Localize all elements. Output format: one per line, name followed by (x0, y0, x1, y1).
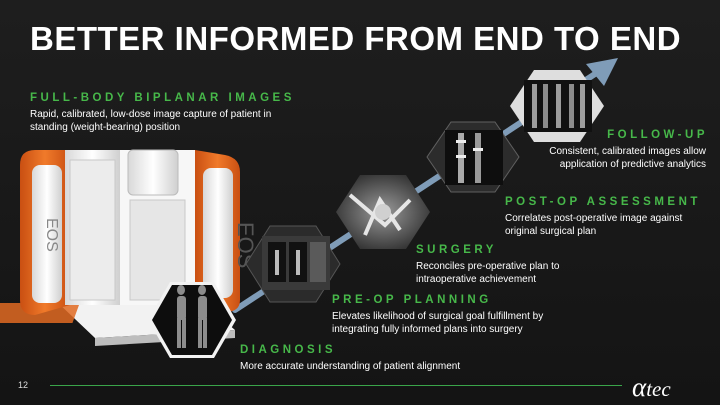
logo-symbol: α (632, 372, 647, 402)
intro-text: Rapid, calibrated, low-dose image captur… (30, 109, 272, 133)
intro-heading: FULL-BODY BIPLANAR IMAGES (30, 92, 295, 104)
stage-text-diagnosis: More accurate understanding of patient a… (240, 361, 461, 372)
stage-heading-diagnosis: DIAGNOSIS (240, 344, 337, 356)
slide-title: BETTER INFORMED FROM END TO END (30, 20, 682, 57)
stage-text-post-op-assessment: Correlates post-operative image against … (505, 213, 683, 237)
logo-text: tec (646, 377, 671, 401)
page-number: 12 (18, 380, 29, 390)
pre-op-planning-image (245, 225, 341, 303)
stage-heading-post-op-assessment: POST-OP ASSESSMENT (505, 196, 701, 208)
diagnosis-image (148, 282, 236, 358)
device-label-left: EOS (43, 218, 60, 252)
stage-heading-pre-op-planning: PRE-OP PLANNING (332, 294, 492, 306)
stage-heading-follow-up: FOLLOW-UP (607, 129, 708, 141)
stage-text-surgery: Reconciles pre-operative plan to intraop… (416, 261, 560, 285)
footer-divider (50, 385, 622, 386)
follow-up-image (510, 70, 604, 142)
surgery-image (336, 175, 430, 249)
stage-text-pre-op-planning: Elevates likelihood of surgical goal ful… (332, 311, 544, 335)
stage-heading-surgery: SURGERY (416, 244, 497, 256)
post-op-image (426, 121, 520, 193)
stage-text-follow-up: Consistent, calibrated images allow appl… (549, 146, 706, 170)
alphatec-logo: αtec (632, 372, 671, 403)
eos-device-illustration: EOS EOS (0, 149, 258, 346)
